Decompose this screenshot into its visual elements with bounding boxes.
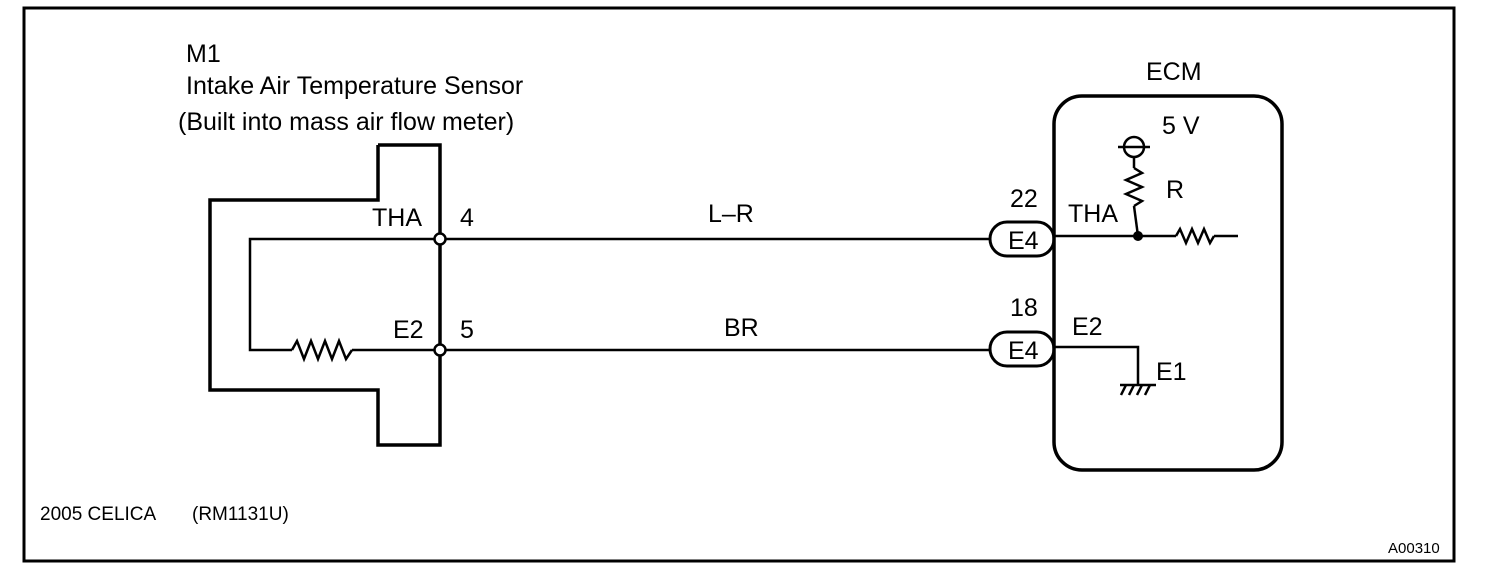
sensor-terminal-node-4 [433,232,447,246]
ecm-terminal-e1: E1 [1156,358,1187,386]
ecm-junction-dot [1133,231,1143,241]
footer-model: 2005 CELICA [40,504,157,525]
supply-voltage: 5 V [1162,112,1200,140]
sensor-code: M1 [186,40,221,68]
pullup-resistor-label: R [1166,176,1184,204]
connector-code-upper: E4 [1008,227,1039,255]
ground-hatch-4 [1143,384,1152,396]
wire-color-br: BR [724,314,759,342]
sensor-name: Intake Air Temperature Sensor [186,72,523,100]
connector-code-lower: E4 [1008,337,1039,365]
sensor-housing [208,143,442,447]
footer-manual: (RM1131U) [192,504,289,525]
ground-hatch-1 [1119,384,1128,396]
pullup-wire-bottom [1132,205,1140,237]
ground-hatch-3 [1135,384,1144,396]
diagram-frame [22,6,1456,563]
sensor-pin-4: 4 [460,204,474,232]
ecm-ground-line [1054,345,1140,385]
sensor-terminal-e2: E2 [393,316,424,344]
ecm-input-resistor-icon [1174,225,1216,247]
sensor-terminal-tha: THA [372,204,422,232]
sensor-terminal-node-5 [433,343,447,357]
thermistor-icon [290,337,354,363]
ecm-terminal-e2: E2 [1072,313,1103,341]
sensor-internal-wiring [248,237,440,352]
pullup-resistor-icon [1122,166,1146,208]
ecm-label: ECM [1146,58,1202,86]
ground-hatch-2 [1127,384,1136,396]
ecm-terminal-tha: THA [1068,200,1118,228]
figure-id: A00310 [1388,540,1440,557]
wire-color-lr: L–R [708,200,754,228]
sensor-pin-5: 5 [460,316,474,344]
connector-pin-18: 18 [1010,294,1038,322]
ecm-box [1052,94,1284,472]
connector-pin-22: 22 [1010,185,1038,213]
sensor-note: (Built into mass air flow meter) [178,108,514,136]
